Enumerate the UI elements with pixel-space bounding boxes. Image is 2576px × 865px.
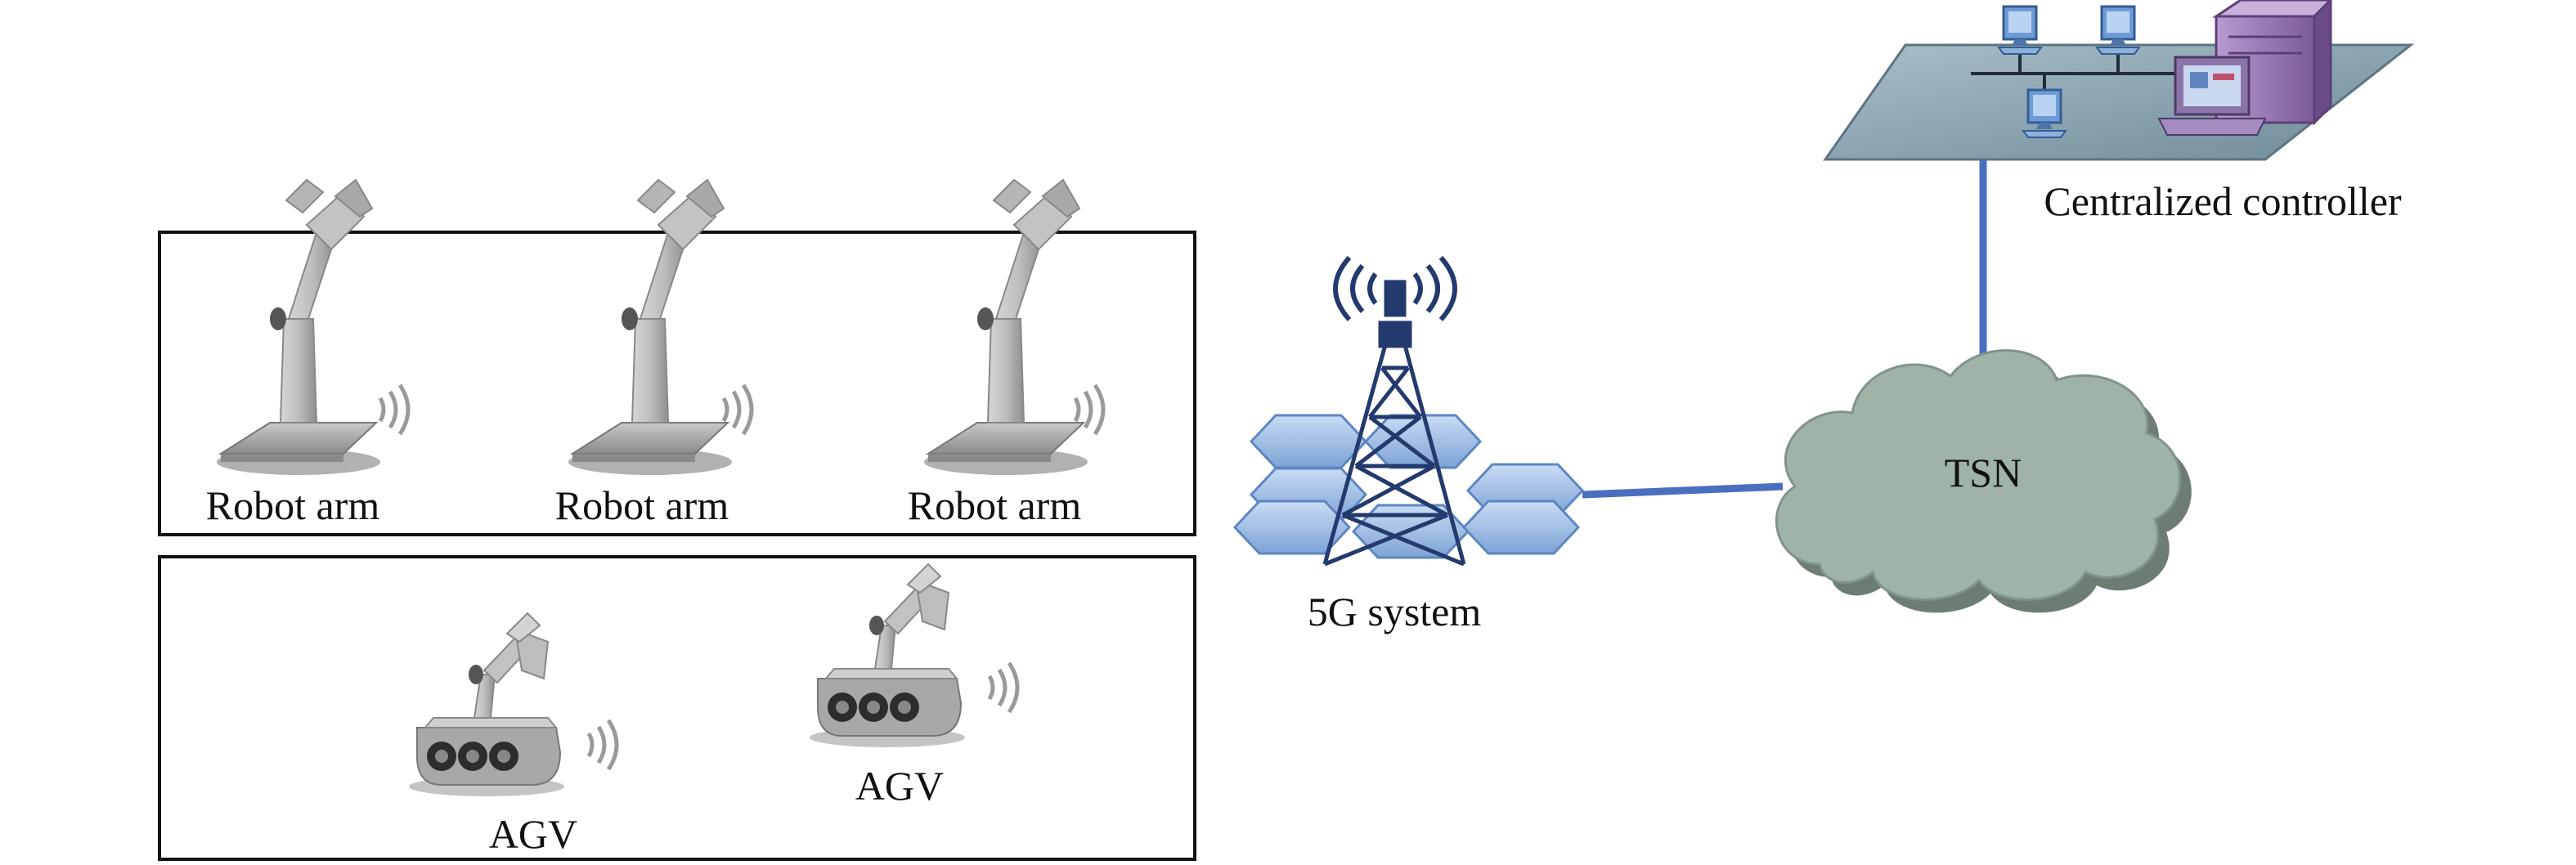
- computer-icon: [2022, 88, 2067, 139]
- base-station-5g-label: 5G system: [1308, 589, 1482, 634]
- robot-arm-2-signal-icon: [724, 385, 752, 434]
- robot-arm-1-label: Robot arm: [206, 482, 380, 528]
- agv-1-label: AGV: [489, 811, 577, 857]
- antenna-signal-icon: [1333, 256, 1457, 321]
- agv-2-label: AGV: [855, 763, 944, 809]
- tsn-cloud: TSN: [1775, 349, 2192, 613]
- robot-arm-3: Robot arm: [908, 179, 1103, 528]
- controller-label: Centralized controller: [2044, 178, 2402, 224]
- agv-1: AGV: [408, 612, 617, 857]
- centralized-controller: Centralized controller: [1823, 0, 2415, 224]
- base-station-5g: 5G system: [1233, 256, 1584, 634]
- robot-arm-2-icon: [568, 179, 733, 476]
- robot-arm-3-label: Robot arm: [908, 482, 1082, 528]
- robot-arm-1-icon: [216, 179, 381, 476]
- agv-1-signal-icon: [589, 720, 617, 769]
- computer-icon: [1997, 5, 2043, 56]
- link-5g-to-tsn: [1582, 482, 1784, 499]
- robot-arm-2-label: Robot arm: [555, 482, 729, 528]
- robot-arm-1: Robot arm: [206, 179, 408, 528]
- agv-2-signal-icon: [990, 663, 1017, 712]
- robot-arm-1-signal-icon: [380, 385, 408, 434]
- hexagon-cells: [1233, 414, 1584, 559]
- agv-2: AGV: [809, 563, 1017, 809]
- agv-1-icon: [408, 612, 565, 797]
- agv-group-box: [158, 555, 1196, 861]
- robot-arm-2: Robot arm: [555, 179, 752, 528]
- workstation-monitor-icon: [2157, 56, 2267, 136]
- agv-2-icon: [809, 563, 966, 748]
- robot-arm-3-icon: [923, 179, 1088, 476]
- tsn-label: TSN: [1945, 450, 2022, 495]
- computer-icon: [2095, 5, 2141, 56]
- tsn-cloud-shape: [1775, 349, 2182, 601]
- cell-tower-icon: [1322, 280, 1466, 567]
